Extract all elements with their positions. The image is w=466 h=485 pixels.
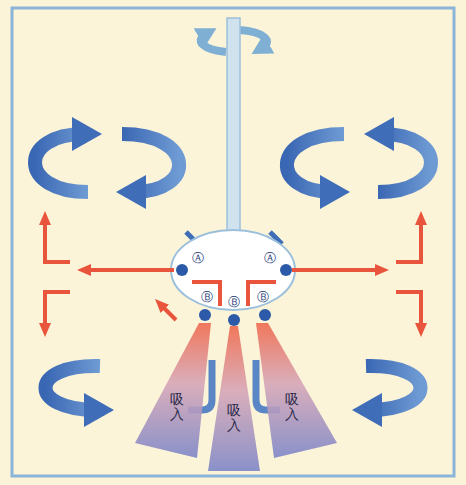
cone-outline [208,326,260,471]
callout-letter: Ⓐ [264,252,276,264]
fan-part [396,218,421,262]
cone-outline [256,323,337,458]
fan-part [199,309,211,321]
fan-part [259,309,271,321]
fan-part [45,366,100,410]
callout-letter: Ⓑ [257,291,269,303]
fan-body [171,230,295,310]
fan-part [176,264,188,276]
callout-letter: Ⓑ [201,291,213,303]
outlet-dots [176,264,292,326]
suction-label: 吸入 [227,403,241,434]
fan-part [292,268,382,272]
fan-part [201,34,226,52]
fan-part [287,134,344,192]
callout-letter: Ⓑ [228,296,240,308]
fan-part [280,264,292,276]
cone-outline [135,323,211,458]
fan-part [192,282,220,306]
suction-cone: 吸入 [135,323,215,458]
fan-part [366,366,421,410]
cone-shape [252,323,337,458]
fan-part [45,218,70,262]
fan-part [396,292,421,330]
fan-part [84,268,174,272]
fan-part [240,30,267,48]
fan-part [122,134,179,192]
fan-part [45,292,70,330]
suction-cone: 吸入 [252,323,337,458]
fan-part [248,282,276,306]
cone-shape [135,323,215,458]
fan-part [228,314,240,326]
cone-shape [208,326,260,471]
callout-letter: Ⓐ [192,252,204,264]
fan-part [160,304,176,320]
fan-part [378,134,431,192]
pole [227,18,240,240]
red-flow [45,218,421,330]
suction-label: 吸入 [285,392,299,423]
fan-part [35,134,88,192]
suction-cone: 吸入 [208,326,260,471]
suction-label: 吸入 [170,392,184,423]
frame [12,8,454,476]
